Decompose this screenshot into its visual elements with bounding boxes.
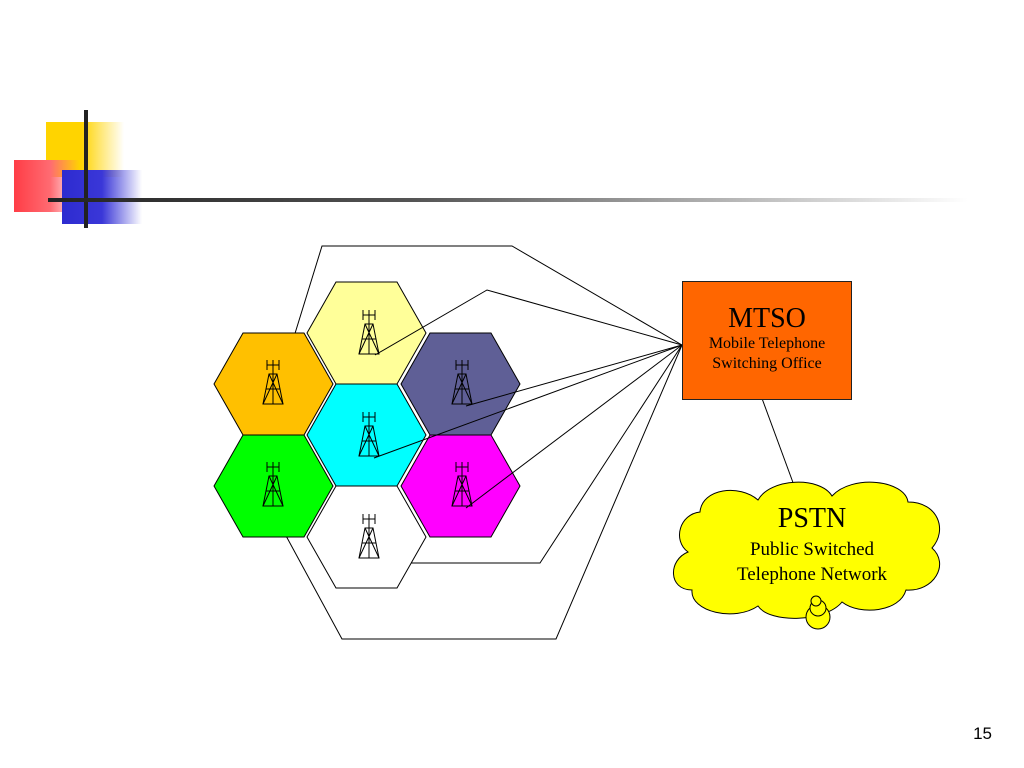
magenta-cell [400,434,521,538]
purple-cell-link-line [465,344,683,407]
white-cell [306,485,427,589]
cloud-icon [673,481,941,630]
outer-link-line-top [279,245,683,383]
purple-cell [400,332,521,436]
outer-link-line-bottom [271,344,683,640]
magenta-cell-link-line [465,344,683,509]
pstn-title: PSTN [777,503,847,534]
cyan-cell-link-line [373,344,683,459]
mtso-box: MTSO Mobile Telephone Switching Office [682,281,852,400]
decor-vertical-line [84,110,88,228]
page-number: 15 [973,724,992,743]
mtso-title: MTSO [728,303,806,334]
white-cell-link-line [372,344,683,564]
mtso-pstn-link-line [759,392,796,489]
yellow-cell-link-line [374,289,683,356]
pstn-subtitle: Public Switched Telephone Network [736,539,888,585]
mtso-subtitle: Mobile Telephone Switching Office [708,335,826,372]
pstn-label: PSTN Public Switched Telephone Network [680,503,944,587]
decor-blue-square [62,170,142,224]
decor-horizontal-rule [48,198,968,202]
